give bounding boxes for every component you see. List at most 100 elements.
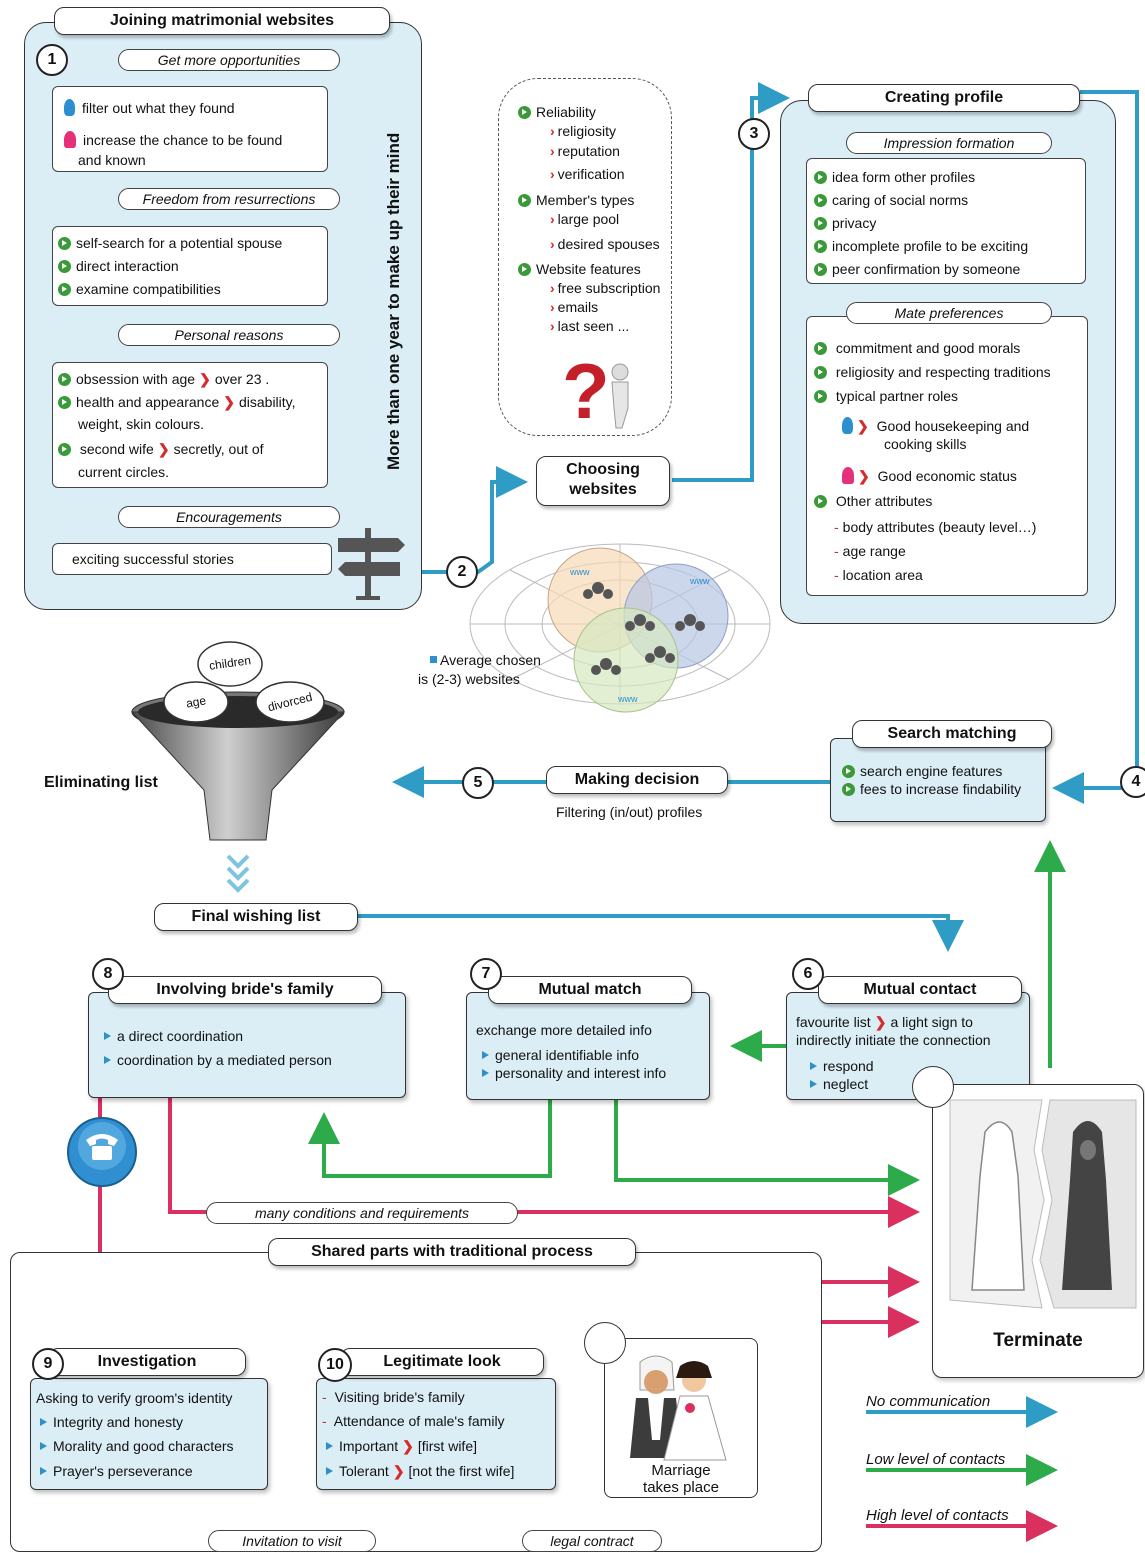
mate-item-1: commitment and good morals — [814, 339, 1020, 357]
bullet-icon — [518, 106, 531, 119]
legend-low-contacts: Low level of contacts — [866, 1451, 1006, 1468]
step-2-badge: 2 — [446, 556, 478, 588]
svg-text:www: www — [617, 694, 638, 704]
legend-high-contacts: High level of contacts — [866, 1507, 1009, 1524]
bullet-icon — [518, 263, 531, 276]
triangle-bullet-icon — [40, 1418, 47, 1426]
triangle-bullet-icon — [104, 1056, 111, 1064]
triangle-bullet-icon — [482, 1051, 489, 1059]
match-item-1: general identifiable info — [482, 1046, 639, 1064]
chevron-icon: ❯ — [199, 371, 211, 387]
filtering-profiles-label: Filtering (in/out) profiles — [556, 804, 703, 820]
average-chosen-note-2: is (2-3) websites — [418, 671, 520, 687]
respond-item: respond — [810, 1057, 874, 1075]
desired-spouses-item: ›desired spouses — [550, 236, 660, 252]
step-7-badge: 7 — [470, 958, 502, 990]
search-matching-title: Search matching — [852, 720, 1052, 748]
triangle-bullet-icon — [326, 1442, 333, 1450]
step-8-badge: 8 — [92, 958, 124, 990]
bullet-icon — [814, 342, 827, 355]
members-item: Member's types — [518, 191, 634, 209]
direct-interaction-item: direct interaction — [58, 257, 179, 275]
reliability-item: Reliability — [518, 103, 596, 121]
other-item-1: -body attributes (beauty level…) — [834, 519, 1037, 535]
joining-title: Joining matrimonial websites — [54, 7, 390, 35]
family-item-1: a direct coordination — [104, 1027, 243, 1045]
impression-item-5: peer confirmation by someone — [814, 260, 1020, 278]
terminate-label: Terminate — [993, 1330, 1083, 1351]
search-item-2: fees to increase findability — [842, 780, 1021, 798]
second-wife-item: second wife❯secretly, out of — [58, 440, 264, 458]
bullet-icon — [814, 240, 827, 253]
marriage-circle — [584, 1322, 626, 1364]
free-subscription-item: ›free subscription — [550, 280, 661, 296]
bullet-icon — [814, 495, 827, 508]
chevron-icon: ❯ — [223, 394, 235, 410]
other-attributes: Other attributes — [814, 492, 932, 510]
female-icon — [64, 131, 76, 148]
svg-text:?: ? — [562, 347, 610, 435]
male-role-cont: cooking skills — [884, 436, 967, 452]
legitimate-item-1: - Visiting bride's family — [322, 1389, 465, 1405]
health-item: health and appearance❯disability, — [58, 393, 296, 411]
freedom-label: Freedom from resurrections — [118, 188, 340, 210]
reputation-item: ›reputation — [550, 143, 620, 159]
impression-box — [806, 158, 1086, 284]
legitimate-look-box — [316, 1378, 556, 1490]
male-icon — [64, 99, 75, 116]
personal-reasons-label: Personal reasons — [118, 324, 340, 346]
bullet-icon — [814, 263, 827, 276]
investigation-item-3: Prayer's perseverance — [40, 1462, 193, 1480]
mate-item-3: typical partner roles — [814, 387, 958, 405]
impression-item-3: privacy — [814, 214, 876, 232]
last-seen-item: ›last seen ... — [550, 318, 630, 334]
female-icon — [842, 467, 854, 484]
mutual-contact-box — [786, 992, 1030, 1100]
encouragements-box — [52, 543, 332, 575]
opportunities-box — [52, 86, 328, 172]
triangle-bullet-icon — [326, 1467, 333, 1475]
bullet-icon — [814, 390, 827, 403]
step-1-badge: 1 — [36, 44, 68, 76]
investigation-item-1: Integrity and honesty — [40, 1413, 183, 1431]
female-role: ❯ Good economic status — [842, 467, 1017, 485]
male-icon — [842, 417, 853, 434]
mate-box — [806, 316, 1088, 596]
family-item-2: coordination by a mediated person — [104, 1051, 332, 1069]
invitation-label: Invitation to visit — [208, 1530, 376, 1552]
making-decision-box: Making decision — [546, 766, 728, 794]
legal-contract-label: legal contract — [522, 1530, 662, 1552]
bullet-icon — [842, 765, 855, 778]
legitimate-item-2: - Attendance of male's family — [322, 1413, 505, 1429]
get-more-opportunities-label: Get more opportunities — [118, 49, 340, 71]
chevron-icon: ❯ — [858, 468, 870, 484]
contact-line-2: indirectly initiate the connection — [796, 1032, 991, 1048]
bullet-icon — [58, 373, 71, 386]
emails-item: ›emails — [550, 299, 599, 315]
chevron-icon: ❯ — [157, 441, 170, 457]
compatibilities-item: examine compatibilities — [58, 280, 221, 298]
triangle-bullet-icon — [810, 1062, 817, 1070]
step-3-badge: 3 — [738, 118, 770, 150]
investigation-box — [30, 1378, 268, 1490]
increase-item: increase the chance to be found — [64, 131, 282, 149]
mutual-contact-title: Mutual contact — [818, 976, 1022, 1004]
increase-item-cont: and known — [78, 152, 146, 168]
criteria-bubble — [498, 78, 672, 436]
verification-item: ›verification — [550, 166, 625, 182]
freedom-box — [52, 226, 328, 306]
search-item-1: search engine features — [842, 762, 1002, 780]
creating-profile-title: Creating profile — [808, 84, 1080, 112]
investigation-intro: Asking to verify groom's identity — [36, 1390, 233, 1406]
other-item-2: -age range — [834, 543, 906, 559]
impression-item-2: caring of social norms — [814, 191, 968, 209]
legitimate-item-4: Tolerant❯[not the first wife] — [326, 1462, 514, 1480]
health-item-cont: weight, skin colours. — [78, 416, 205, 432]
shared-parts-title: Shared parts with traditional process — [268, 1238, 636, 1266]
impression-item-1: idea form other profiles — [814, 168, 975, 186]
chevron-icon: ❯ — [874, 1014, 887, 1030]
